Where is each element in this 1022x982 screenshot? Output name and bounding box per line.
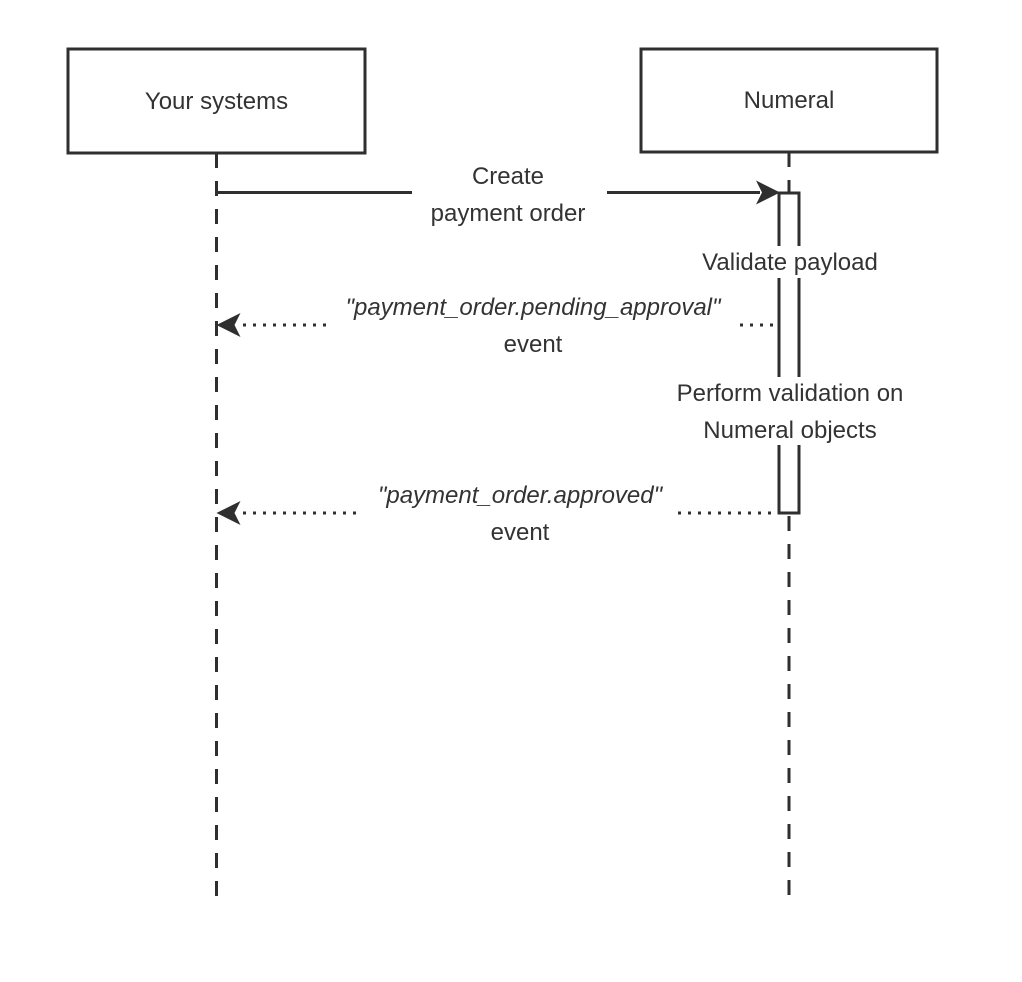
actor-box-numeral	[639, 47, 939, 154]
actor-label-your-systems: Your systems	[145, 88, 288, 115]
message-label-pending-approval: "payment_order.pending_approval"	[345, 294, 722, 321]
message-label-approved-event: event	[491, 519, 550, 546]
actor-label-numeral: Numeral	[744, 87, 835, 114]
arrowhead-left-icon	[216, 501, 241, 525]
arrowhead-left-icon	[216, 313, 241, 337]
activation-bar-numeral	[777, 191, 801, 515]
note-background	[683, 246, 897, 278]
note-label-validate-payload: Validate payload	[702, 249, 878, 276]
note-background	[653, 377, 927, 445]
message-label-payment-order: payment order	[431, 200, 586, 227]
message-label-approved: "payment_order.approved"	[378, 482, 664, 509]
message-label-pending-approval-event: event	[504, 331, 563, 358]
note-label-numeral-objects: Numeral objects	[703, 417, 876, 444]
note-label-perform-validation: Perform validation on	[677, 380, 904, 407]
actor-box-your-systems	[66, 47, 367, 155]
message-label-create: Create	[472, 163, 544, 190]
arrowhead-right-icon	[756, 180, 780, 205]
